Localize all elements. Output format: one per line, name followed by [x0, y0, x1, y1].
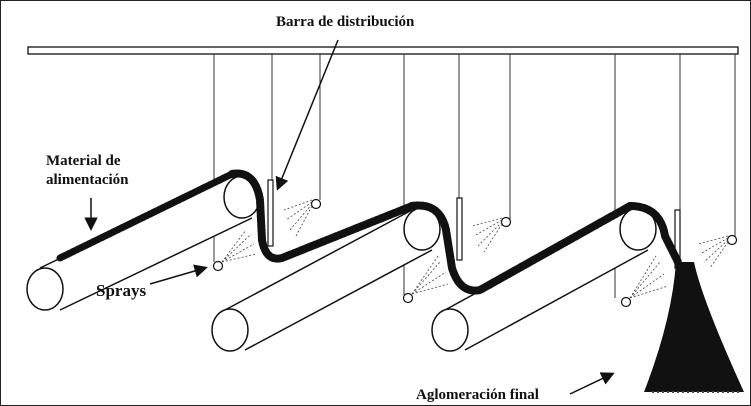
hanging-wires: [213, 54, 736, 298]
feed-material-label-line1: Material de: [46, 153, 121, 169]
spray-nozzle-icon: [726, 234, 738, 246]
spray-nozzle-icon: [402, 292, 414, 304]
material-layer: [56, 169, 682, 295]
arrow-icon: [569, 372, 615, 395]
spray-nozzle-icon: [620, 296, 632, 308]
spray-cones: [221, 199, 729, 299]
label-arrows: [84, 39, 615, 395]
conveyor-roller-3: [431, 207, 657, 352]
feed-material-label-line2: alimentación: [46, 172, 129, 188]
spray-nozzles: [212, 198, 738, 308]
final-agglomeration-label: Aglomeración final: [416, 387, 539, 403]
spray-nozzle-icon: [212, 260, 224, 272]
spray-nozzle-icon: [500, 216, 512, 228]
conveyor-roller-2: [211, 207, 441, 352]
distribution-rods: [267, 179, 681, 269]
sprays-label: Sprays: [96, 281, 146, 300]
arrow-icon: [149, 264, 208, 285]
final-agglomerate-pile: [644, 262, 744, 393]
distribution-bar: [27, 46, 739, 55]
arrow-icon: [275, 39, 339, 191]
distribution-bar-label: Barra de distribución: [276, 14, 415, 30]
spray-nozzle-icon: [310, 198, 322, 210]
